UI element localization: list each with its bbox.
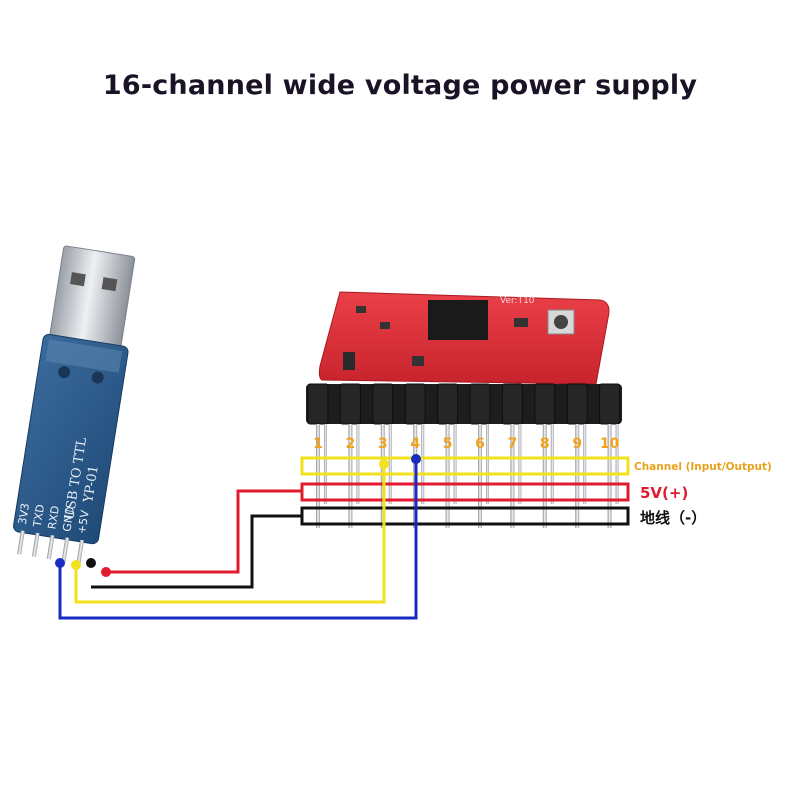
module-pin <box>542 424 547 528</box>
usb-pin-label: +5V <box>75 509 92 535</box>
module-pin <box>583 424 587 504</box>
module-pin-housing <box>469 383 491 425</box>
blue-wire-dot <box>55 558 65 568</box>
channel-number: 2 <box>346 436 356 452</box>
usb-board-model: YP-01 <box>81 464 102 504</box>
usb-pins <box>17 530 85 565</box>
power-row-label: 5V(+) <box>640 484 688 502</box>
usb-pin-label: GND <box>60 506 77 533</box>
usb-pin-label: TXD <box>31 503 48 528</box>
module-pin <box>575 424 580 528</box>
black-wire <box>91 514 302 589</box>
channel-number: 5 <box>443 436 453 452</box>
module-pin <box>356 424 360 504</box>
usb-adapter-body <box>13 333 129 545</box>
module-pin-housing <box>339 383 361 425</box>
module-pin <box>316 424 320 528</box>
module-pin-housing <box>307 383 329 425</box>
module-pin <box>348 424 353 528</box>
module-pin <box>510 424 515 528</box>
yellow-channel-dot <box>379 459 389 469</box>
module-pin-housing <box>501 383 523 425</box>
module-version-text: Ver:T10 <box>500 296 535 306</box>
module-pin-housing <box>566 383 588 425</box>
usb-pin <box>17 530 25 555</box>
channel-number: 1 <box>313 436 323 452</box>
module-pin-housing <box>404 383 426 425</box>
channel-number: 9 <box>572 436 582 452</box>
module-pin-housing <box>372 383 394 425</box>
channel-number: 6 <box>475 436 485 452</box>
module-pin <box>388 424 392 504</box>
module-pin <box>324 424 327 504</box>
red-wire <box>108 489 302 574</box>
channel-row-box <box>300 456 630 476</box>
yellow-wire <box>74 466 386 604</box>
blue-channel-dot <box>411 454 421 464</box>
module-pin <box>478 424 482 528</box>
usb-pin-label: RXD <box>46 505 63 530</box>
black-wire-dot <box>86 558 96 568</box>
module-pin-housing <box>534 383 556 425</box>
channel-number: 4 <box>410 436 420 452</box>
module-pin <box>518 424 522 504</box>
usb-pin <box>61 537 70 562</box>
module-chip-icon <box>428 300 488 340</box>
module-pin-housing <box>437 383 459 425</box>
yellow-wire-dot <box>71 560 81 570</box>
usb-pin-label: 3V3 <box>16 502 32 525</box>
channel-number: 7 <box>508 436 518 452</box>
red-wire-dot <box>101 567 111 577</box>
channel-row-label: Channel (Input/Output) <box>634 461 772 473</box>
usb-pin <box>31 532 40 558</box>
channel-number: 10 <box>600 436 620 452</box>
usb-pin <box>76 539 85 565</box>
blue-wire <box>58 460 418 620</box>
module-pin <box>421 424 425 504</box>
channel-number: 8 <box>540 436 550 452</box>
channel-number: 3 <box>378 436 388 452</box>
channel-numbers: 1 2 3 4 5 6 7 8 9 10 <box>313 436 619 452</box>
module-pin <box>550 424 554 504</box>
usb-plug-icon <box>49 245 136 351</box>
module-pin <box>615 424 619 504</box>
module-pin <box>486 424 489 504</box>
usb-pin <box>46 535 55 560</box>
page-title: 16-channel wide voltage power supply <box>102 70 698 101</box>
ground-row-label: 地线（-） <box>640 509 706 527</box>
module-board: Ver:T10 <box>306 291 622 528</box>
module-pin-housing <box>599 383 621 425</box>
module-pin <box>453 424 457 504</box>
module-pin <box>445 424 450 528</box>
module-pin <box>607 424 612 528</box>
